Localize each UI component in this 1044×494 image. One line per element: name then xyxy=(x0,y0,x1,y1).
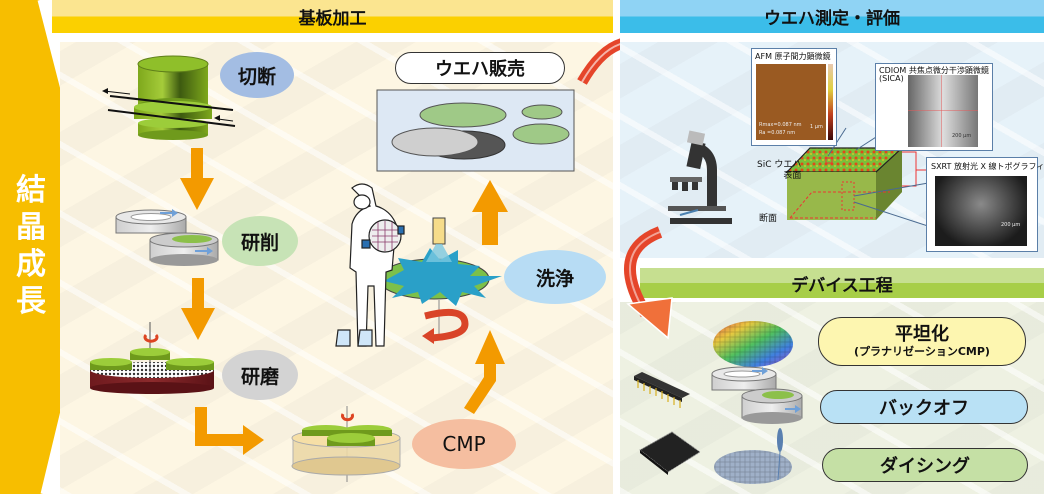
afm-image-panel: AFM 原子間力顕微鏡 Rmax=0.087 nm Ra =0.087 nm 1… xyxy=(751,48,837,146)
planarization-sub-label: (プラナリゼーションCMP) xyxy=(854,344,990,358)
polishing-step-bubble: 研磨 xyxy=(222,350,298,400)
sic-wafer-block-icon xyxy=(785,127,935,229)
afm-rmax: Rmax=0.087 nm xyxy=(759,122,802,128)
microscope-icon xyxy=(668,130,732,224)
cmp-step-bubble: CMP xyxy=(412,419,516,469)
curved-arrow-down-icon xyxy=(624,226,673,340)
backgrind-wheel-icon xyxy=(711,366,803,424)
cutting-step-label: 切断 xyxy=(237,65,276,88)
ingot-cutting-icon xyxy=(102,55,236,140)
dicing-wafer-icon xyxy=(714,428,792,484)
cdiom-title: CDIOM 共焦点微分干渉顕微鏡 xyxy=(879,66,989,75)
measure-header: ウエハ測定・評価 xyxy=(620,0,1044,33)
cleaning-spin-icon xyxy=(378,217,502,344)
cmp-step-label: CMP xyxy=(442,432,486,456)
device-header: デバイス工程 xyxy=(640,268,1044,298)
arrow-down-icon xyxy=(181,278,215,340)
cdiom-subtitle: (SICA) xyxy=(879,74,904,83)
cdiom-image-panel: CDIOM 共焦点微分干渉顕微鏡 (SICA) 200 μm xyxy=(875,63,993,151)
grinding-step-label: 研削 xyxy=(240,231,279,254)
cmp-pad-icon xyxy=(291,406,401,482)
dicing-label: ダイシング xyxy=(880,456,970,477)
afm-scale: 1 μm xyxy=(810,124,823,130)
afm-title: AFM 原子間力顕微鏡 xyxy=(755,52,831,61)
wafer-sales-label-box: ウエハ販売 xyxy=(395,52,565,84)
afm-image: Rmax=0.087 nm Ra =0.087 nm 1 μm xyxy=(756,64,826,140)
planarization-label: 平坦化 xyxy=(895,323,949,345)
sxrt-image-panel: SXRT 放射光 X 線トポグラフィー 200 μm xyxy=(926,157,1044,252)
wafer-sales-label: ウエハ販売 xyxy=(435,59,525,80)
curved-arrow-icon xyxy=(577,38,620,85)
afm-ra: Ra =0.087 nm xyxy=(759,130,796,136)
polishing-table-icon xyxy=(90,322,214,394)
cleanroom-worker-icon xyxy=(335,183,405,347)
substrate-header: 基板加工 xyxy=(52,0,613,33)
grinding-wheel-icon xyxy=(115,209,219,266)
dicing-step: ダイシング xyxy=(822,448,1028,482)
planarization-step: 平坦化 (プラナリゼーションCMP) xyxy=(818,317,1026,366)
arrow-right-icon xyxy=(195,407,264,455)
patterned-wafer-icon xyxy=(713,321,793,367)
wafer-sales-image xyxy=(376,89,575,172)
cross-section-label: 断面 xyxy=(759,214,778,224)
wafer-surface-label: SiC ウエハ 表面 xyxy=(757,160,802,181)
cdiom-image: 200 μm xyxy=(908,75,978,147)
backoff-step: バックオフ xyxy=(820,390,1028,424)
polishing-step-label: 研磨 xyxy=(240,365,279,388)
measurement-illustrations xyxy=(668,127,935,229)
dip-chip-icon xyxy=(634,372,690,408)
cleaning-step-bubble: 洗浄 xyxy=(504,250,606,304)
substrate-illustrations xyxy=(90,38,620,482)
cleaning-step-label: 洗浄 xyxy=(535,267,574,290)
arrow-up-icon xyxy=(464,330,505,414)
qfp-chip-icon xyxy=(639,431,701,475)
cutting-step-bubble: 切断 xyxy=(220,52,294,98)
sxrt-title: SXRT 放射光 X 線トポグラフィー xyxy=(931,162,1044,171)
afm-colorbar xyxy=(828,64,833,140)
sxrt-scale: 200 μm xyxy=(1001,222,1021,228)
sxrt-image: 200 μm xyxy=(935,176,1027,246)
backoff-label: バックオフ xyxy=(879,398,969,419)
arrow-down-icon xyxy=(180,148,214,210)
device-illustrations xyxy=(634,321,803,484)
cdiom-scale: 200 μm xyxy=(952,133,972,139)
grinding-step-bubble: 研削 xyxy=(222,216,298,266)
crystal-growth-label: 結晶成長 xyxy=(16,173,46,319)
arrow-up-icon xyxy=(472,180,508,245)
